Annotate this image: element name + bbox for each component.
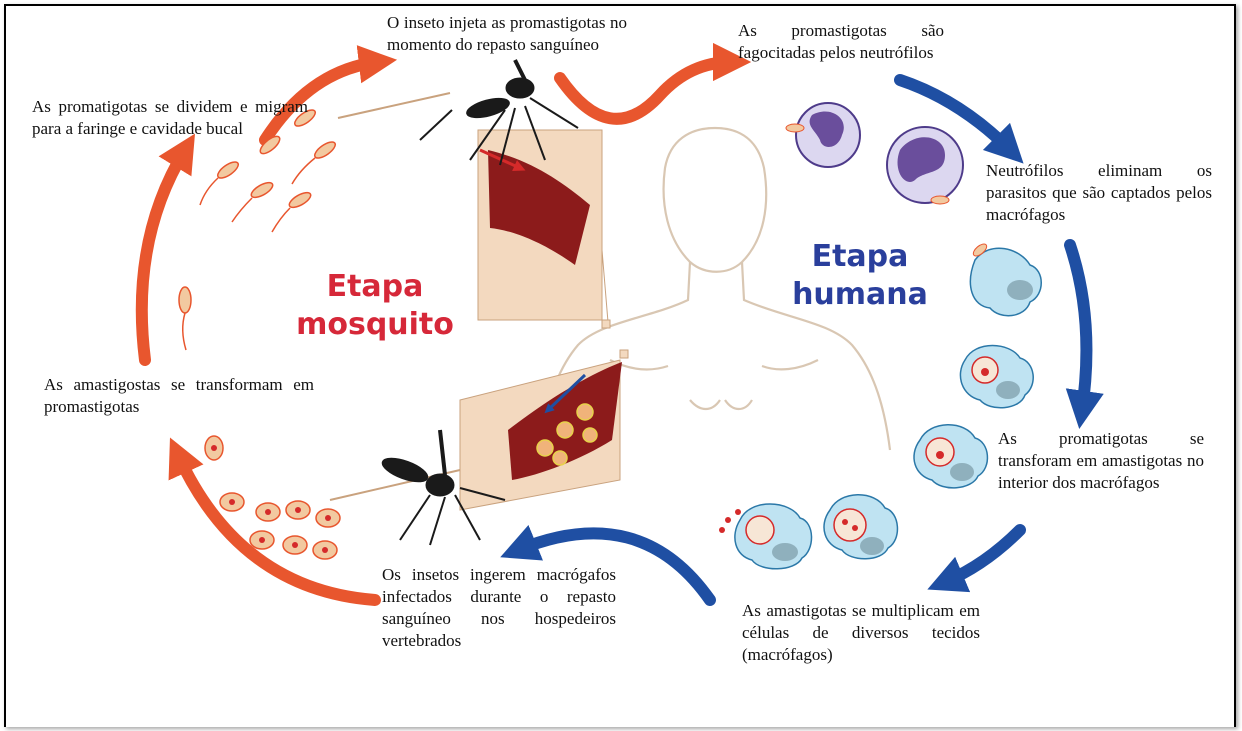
stage-mosquito-line1: Etapa — [285, 268, 465, 306]
caption-ingest: Os insetos ingerem macrógafos infectados… — [382, 564, 616, 652]
caption-phagocytosed: As promastigotas são fagocitadas pelos n… — [738, 20, 944, 64]
caption-promastig-transform: As promatigotas se transforam em amastig… — [998, 428, 1204, 494]
caption-multiply: As amastigotas se multiplicam em células… — [742, 600, 980, 666]
arrow-right-down — [1070, 245, 1086, 410]
stage-human-line1: Etapa — [775, 238, 945, 276]
macrophage-3 — [914, 425, 987, 488]
macrophage-5 — [719, 504, 812, 569]
arrow-top-right — [560, 62, 732, 119]
stage-label-human: Etapa humana — [775, 238, 945, 314]
neutrophil-1 — [786, 103, 860, 167]
arrow-left-up — [142, 150, 185, 360]
mosquito-top — [338, 60, 578, 165]
caption-neutrophils: Neutrófilos eliminam os parasitos que sã… — [986, 160, 1212, 226]
macrophage-2 — [960, 346, 1033, 408]
caption-inject: O inseto injeta as promastigotas no mome… — [387, 12, 627, 56]
macrophage-4 — [824, 495, 897, 559]
caption-amastig-transform: As amastigostas se transformam em promas… — [44, 374, 314, 418]
arrow-right-bottom — [945, 530, 1020, 582]
arrow-bottom-left — [178, 455, 375, 600]
amastigotes-cluster — [205, 436, 340, 559]
caption-divide: As promatigotas se dividem e migram para… — [32, 96, 308, 140]
skin-inset-bottom — [460, 350, 628, 510]
stage-human-line2: humana — [775, 276, 945, 314]
macrophage-1 — [970, 242, 1041, 316]
stage-label-mosquito: Etapa mosquito — [285, 268, 465, 344]
neutrophil-2 — [887, 127, 963, 204]
stage-mosquito-line2: mosquito — [285, 306, 465, 344]
